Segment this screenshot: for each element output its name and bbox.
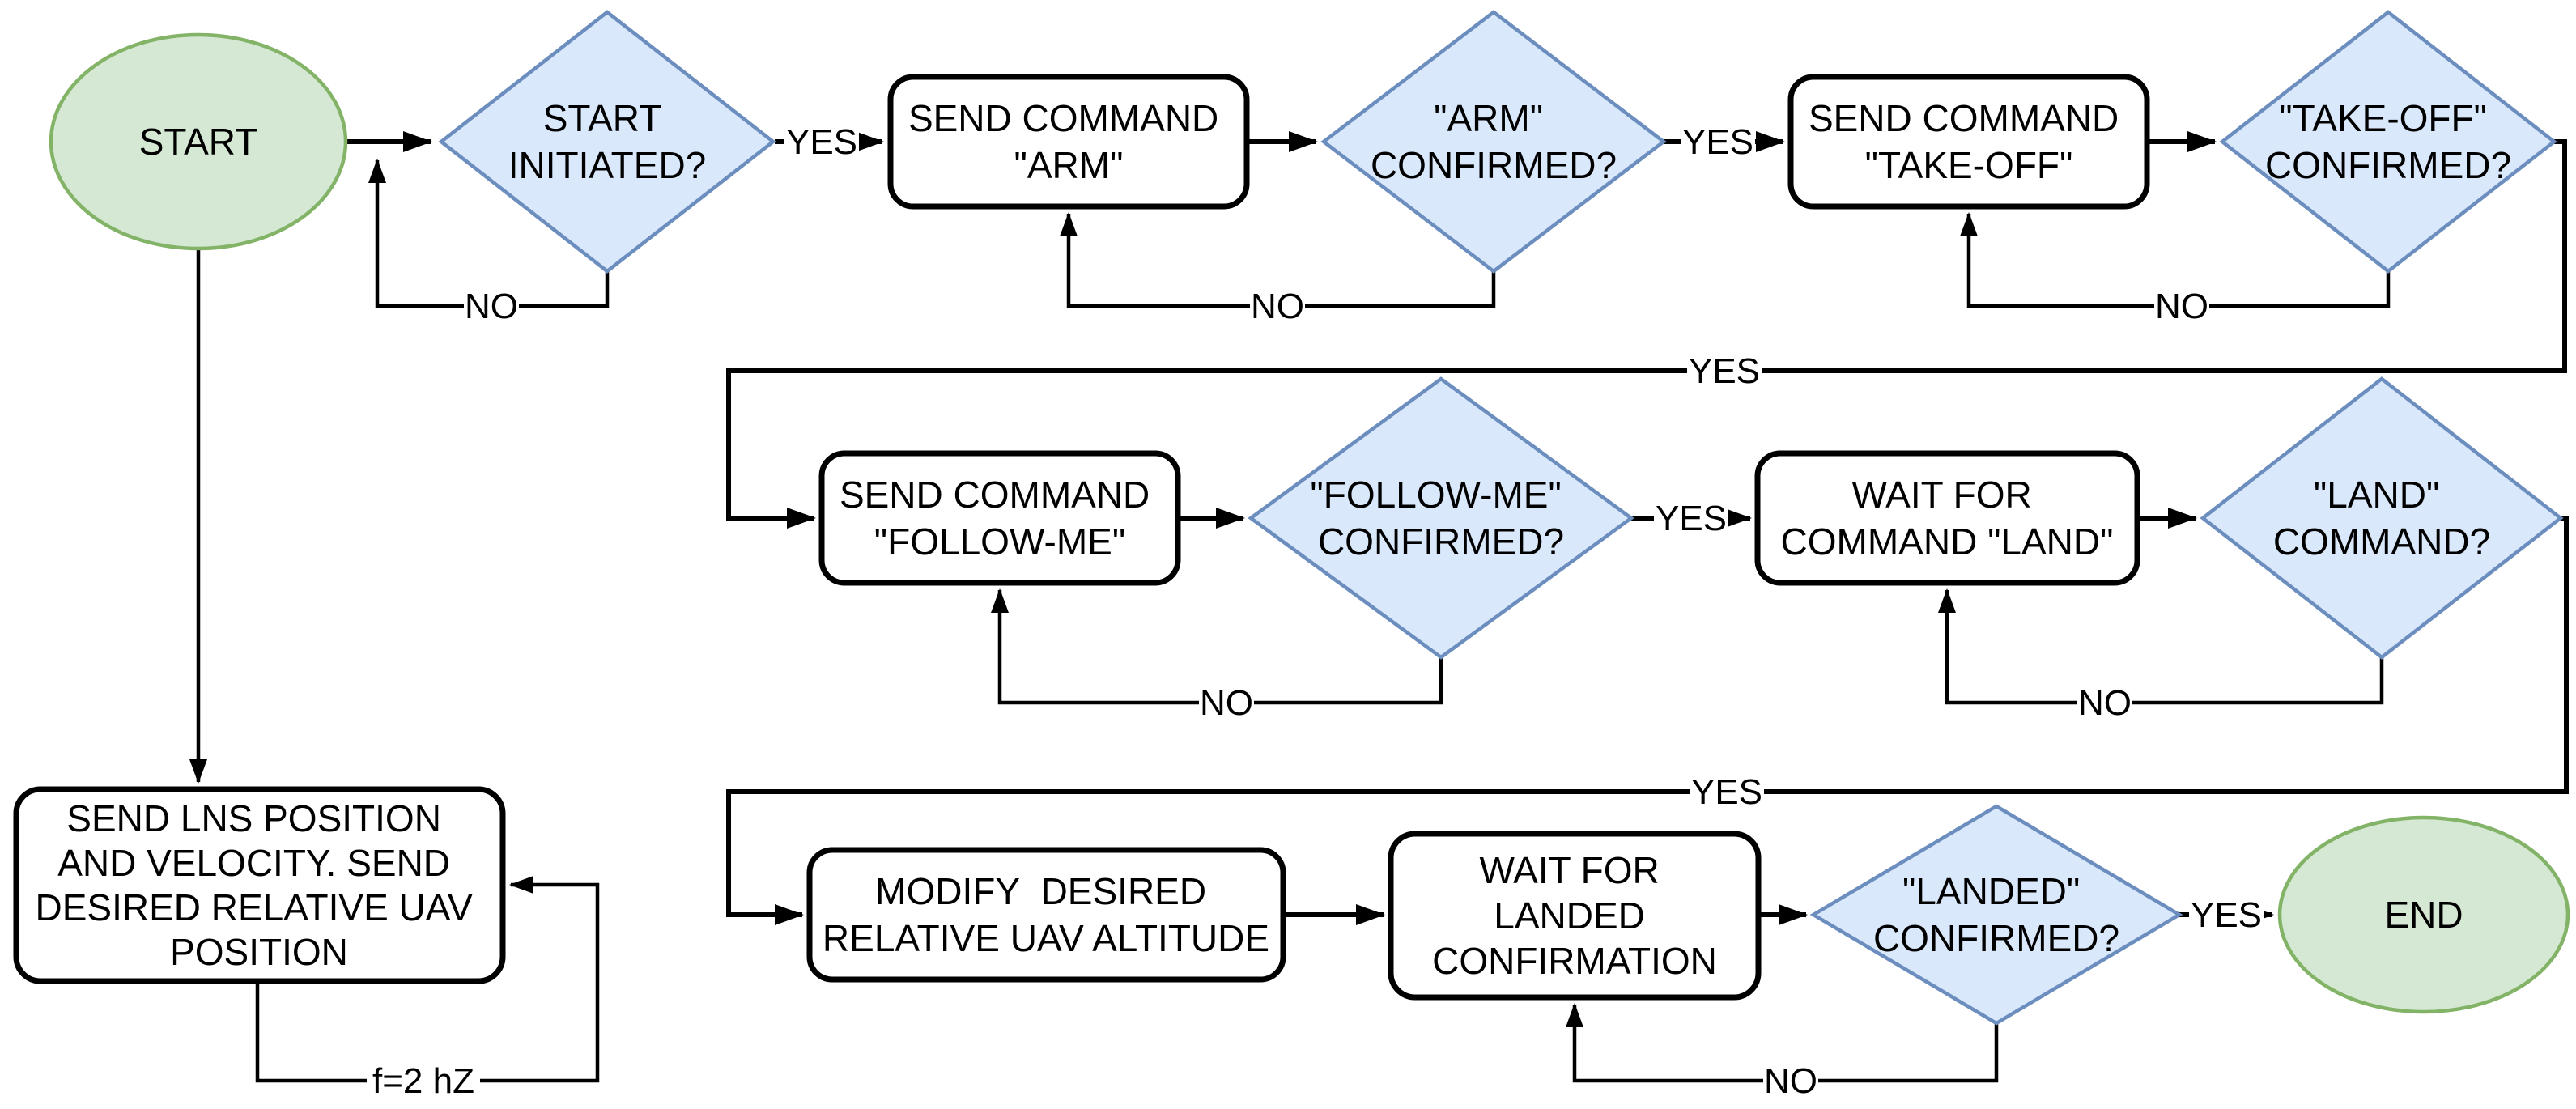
label-bg [1654, 499, 1728, 537]
label-bg [2189, 896, 2264, 933]
start-node-label: START [139, 121, 258, 163]
edge-label-no-4: NO [1199, 683, 1254, 723]
edge-no-land-command [1938, 588, 2384, 705]
process-send-lns [13, 786, 506, 984]
process-modify-altitude-label: MODIFY DESIRED RELATIVE UAV ALTITUDE [823, 870, 1269, 959]
decision-takeoff-confirmed-label: "TAKE-OFF" CONFIRMED? [2265, 97, 2511, 186]
label-bg [464, 287, 519, 325]
no-label: NO [1200, 683, 1253, 723]
process-wait-landed-label: WAIT FOR LANDED CONFIRMATION [1432, 849, 1717, 982]
process-send-takeoff-label: SEND COMMAND "TAKE-OFF" [1809, 97, 2129, 186]
yes-label: YES [1682, 122, 1753, 162]
edge-label-yes-2: YES [1681, 122, 1755, 162]
edge-label-no-3: NO [2154, 287, 2209, 326]
process-wait-landed [1388, 831, 1762, 1001]
label-bg [2154, 287, 2209, 325]
edge-label-yes-1: YES [784, 122, 859, 162]
label-bg [1763, 1062, 1818, 1099]
decision-landed-confirmed-label: "LANDED" CONFIRMED? [1873, 870, 2119, 959]
process-wait-land-command [1754, 450, 2140, 586]
edge-label-yes-3: YES [1687, 351, 1762, 391]
edge-label-no-5: NO [2077, 683, 2132, 723]
label-bg [367, 1062, 480, 1099]
edge-yes-to-modify-altitude [726, 516, 2569, 925]
edge-lns-self-loop [255, 876, 600, 1083]
start-node [49, 32, 348, 251]
decision-start-initiated [438, 10, 776, 274]
decision-start-initiated-label: START INITIATED? [508, 97, 707, 186]
yes-label: YES [1689, 351, 1760, 391]
yes-label: YES [1691, 772, 1762, 812]
edge-label-yes-6: YES [2189, 895, 2264, 935]
decision-landed-confirmed [1809, 804, 2183, 1026]
process-modify-altitude [806, 847, 1286, 983]
label-bg [1250, 287, 1305, 325]
decision-land-command-label: "LAND" COMMAND? [2273, 474, 2490, 563]
label-bg [1687, 352, 1762, 389]
rate-label: f=2 hZ [372, 1061, 474, 1101]
yes-label: YES [2191, 895, 2262, 935]
no-label: NO [2078, 683, 2132, 723]
edge-label-yes-5: YES [1690, 772, 1764, 812]
edge-yes-to-send-followme [726, 139, 2567, 529]
label-bg [1681, 123, 1755, 160]
edge-label-no-2: NO [1250, 287, 1305, 326]
process-send-arm-label: SEND COMMAND "ARM" [908, 97, 1229, 186]
label-bg [1199, 684, 1254, 721]
end-node [2277, 815, 2570, 1014]
process-send-arm [887, 74, 1250, 210]
label-bg [1690, 773, 1764, 810]
yes-label: YES [786, 122, 857, 162]
no-label: NO [1764, 1061, 1817, 1101]
process-send-followme-label: SEND COMMAND "FOLLOW-ME" [840, 474, 1160, 563]
edge-label-no-6: NO [1763, 1061, 1818, 1101]
end-node-label: END [2384, 894, 2463, 936]
no-label: NO [2155, 287, 2208, 326]
decision-followme-confirmed-label: "FOLLOW-ME" CONFIRMED? [1310, 474, 1571, 563]
no-label: NO [465, 287, 518, 326]
edge-label-yes-4: YES [1654, 499, 1728, 538]
decision-followme-confirmed [1248, 376, 1634, 660]
decision-takeoff-confirmed [2219, 10, 2557, 274]
edge-label-no-1: NO [464, 287, 519, 326]
yes-label: YES [1656, 499, 1727, 538]
decision-arm-confirmed-label: "ARM" CONFIRMED? [1371, 97, 1617, 186]
process-send-lns-label: SEND LNS POSITION AND VELOCITY. SEND DES… [36, 797, 483, 973]
process-send-takeoff [1787, 74, 2150, 210]
no-label: NO [1251, 287, 1304, 326]
edge-label-rate: f=2 hZ [367, 1061, 480, 1101]
decision-arm-confirmed [1320, 10, 1667, 274]
process-send-followme [818, 450, 1181, 586]
label-bg [784, 123, 859, 160]
decision-land-command [2200, 376, 2564, 660]
label-bg [2077, 684, 2132, 721]
process-wait-land-command-label: WAIT FOR COMMAND "LAND" [1781, 474, 2114, 563]
